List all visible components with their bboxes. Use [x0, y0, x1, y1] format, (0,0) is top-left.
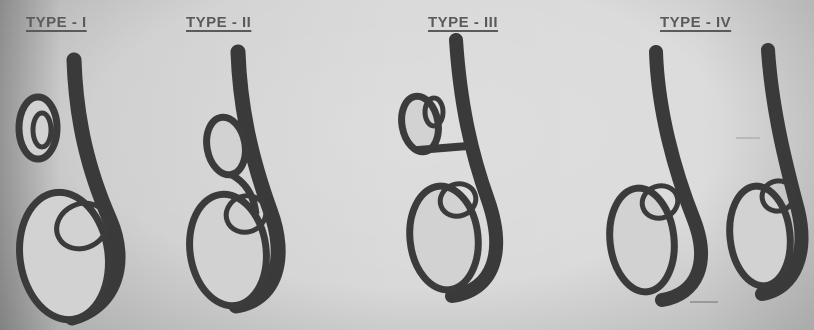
type-1-diagram [12, 60, 119, 326]
type-4-left-diagram [605, 52, 701, 300]
type-3-diagram [397, 40, 496, 296]
type-3-bar [418, 146, 468, 150]
type-4-right-diagram [725, 50, 801, 294]
type-2-diagram [183, 52, 279, 311]
